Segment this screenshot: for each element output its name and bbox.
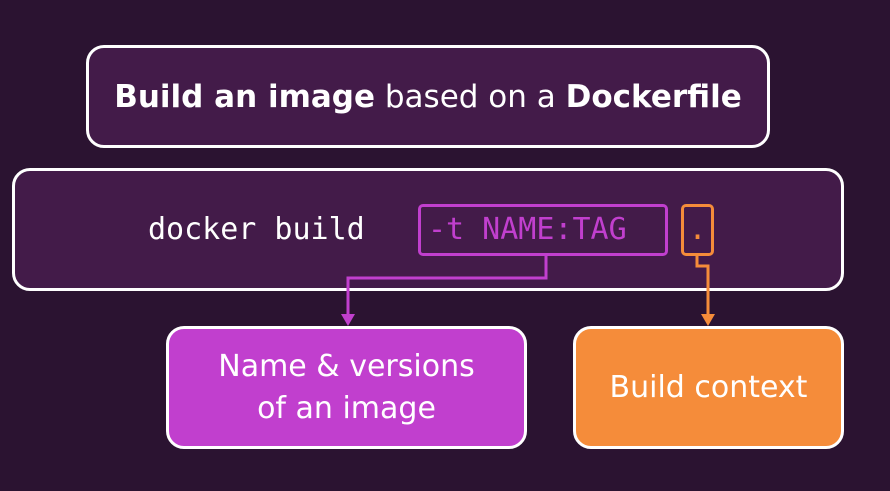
- build-context-label: Build context: [609, 370, 808, 405]
- title-box: Build an image based on a Dockerfile: [86, 45, 770, 148]
- title-middle: based on a: [375, 78, 566, 115]
- name-versions-label: Name & versions of an image: [218, 346, 474, 430]
- build-context-box: Build context: [573, 326, 844, 449]
- context-connector-line: [695, 256, 710, 316]
- context-connector-arrowhead: [701, 314, 715, 326]
- tag-flag-text: -t NAME:TAG: [428, 212, 627, 247]
- context-dot-highlight: [681, 204, 714, 256]
- context-dot-text: .: [688, 212, 707, 247]
- command-base-text: docker build: [148, 212, 383, 247]
- name-versions-box: Name & versions of an image: [166, 326, 527, 449]
- tag-flag-highlight: [418, 204, 668, 256]
- title-text: Build an image based on a Dockerfile: [114, 79, 742, 115]
- name-versions-line1: Name & versions: [218, 348, 475, 384]
- title-bold-dockerfile: Dockerfile: [565, 78, 742, 115]
- title-bold-build-image: Build an image: [114, 78, 376, 115]
- name-connector-line: [346, 256, 548, 316]
- name-connector-arrowhead: [341, 314, 355, 326]
- command-box: [12, 168, 844, 291]
- name-versions-line2: of an image: [257, 390, 436, 426]
